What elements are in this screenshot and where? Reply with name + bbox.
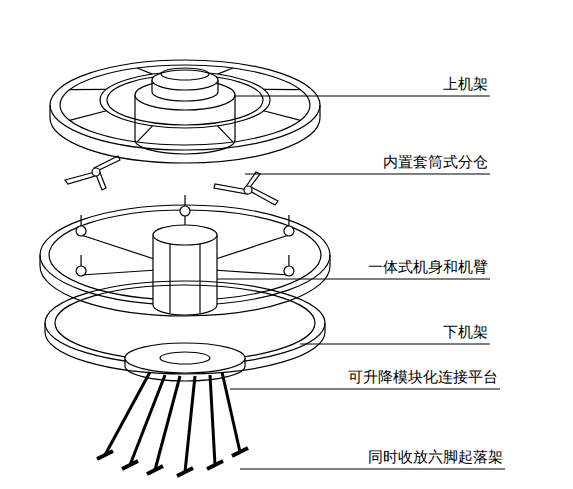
strut bbox=[218, 68, 233, 74]
strut bbox=[185, 376, 195, 472]
motor bbox=[76, 266, 86, 276]
part-label: 同时收放六脚起落架 bbox=[368, 449, 503, 466]
part-label: 下机架 bbox=[443, 324, 488, 341]
strut bbox=[232, 448, 248, 456]
upper-frame bbox=[50, 60, 320, 163]
strut bbox=[288, 215, 289, 226]
motor bbox=[284, 266, 294, 276]
strut bbox=[81, 235, 157, 260]
part-label: 内置套筒式分仓 bbox=[383, 154, 488, 171]
motor bbox=[76, 226, 86, 236]
strut bbox=[137, 68, 152, 74]
lifting-platform bbox=[125, 343, 245, 381]
part-label: 上机架 bbox=[443, 76, 488, 93]
landing-gear bbox=[97, 372, 248, 476]
part-label: 一体式机身和机臂 bbox=[368, 259, 488, 276]
strut bbox=[213, 235, 289, 260]
propellers bbox=[65, 156, 278, 205]
strut bbox=[137, 126, 152, 142]
strut bbox=[122, 461, 138, 469]
strut bbox=[207, 461, 223, 469]
strut bbox=[105, 372, 150, 455]
strut bbox=[80, 215, 81, 226]
part-label: 可升降模块化连接平台 bbox=[348, 369, 498, 386]
strut bbox=[222, 372, 240, 452]
strut bbox=[288, 255, 289, 266]
strut bbox=[80, 255, 81, 266]
strut bbox=[147, 466, 163, 474]
lower-frame bbox=[45, 281, 325, 374]
strut bbox=[70, 111, 107, 121]
strut bbox=[218, 126, 233, 142]
motor bbox=[284, 226, 294, 236]
leader-lines bbox=[205, 96, 505, 469]
strut bbox=[210, 375, 215, 465]
strut bbox=[97, 451, 113, 459]
body-and-arms bbox=[40, 195, 330, 316]
strut bbox=[213, 270, 289, 275]
strut bbox=[184, 195, 185, 206]
strut bbox=[264, 111, 301, 121]
strut bbox=[81, 270, 157, 275]
strut bbox=[155, 376, 180, 470]
strut bbox=[177, 468, 193, 476]
strut bbox=[264, 89, 301, 91]
motor bbox=[180, 206, 190, 216]
strut bbox=[70, 89, 107, 91]
